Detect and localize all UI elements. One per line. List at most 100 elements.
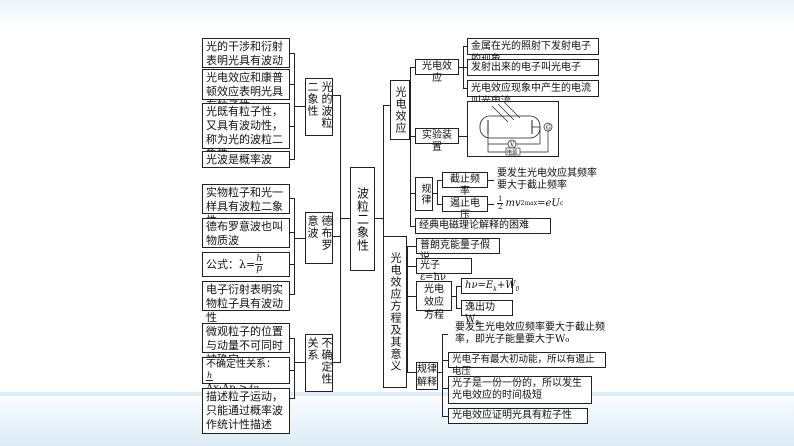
formula-mv: mv bbox=[505, 197, 521, 209]
connector bbox=[437, 180, 442, 181]
formula-rest-sub: c bbox=[559, 199, 564, 207]
connector bbox=[442, 388, 448, 389]
bottom-gradient bbox=[0, 388, 794, 446]
connector bbox=[438, 372, 443, 373]
galvanometer-label: G bbox=[546, 125, 551, 132]
uncertainty-label: 不确定性关系 bbox=[305, 334, 333, 392]
connector bbox=[290, 232, 295, 233]
cutoff-label: 截止频率 bbox=[442, 172, 488, 197]
connector bbox=[340, 95, 341, 363]
circuit-wire bbox=[516, 126, 541, 145]
einstein-equation: hν=Ek+W0 bbox=[461, 278, 519, 294]
connector bbox=[407, 246, 416, 247]
connector bbox=[437, 204, 442, 205]
connector bbox=[407, 246, 408, 372]
connector bbox=[410, 67, 415, 68]
connector bbox=[294, 106, 305, 107]
connector bbox=[383, 105, 390, 106]
connector bbox=[410, 67, 411, 226]
photon-energy-text: 光子 ε=hν bbox=[420, 260, 447, 283]
equation-group-label: 光电效应方程 bbox=[416, 281, 452, 321]
connector bbox=[459, 136, 467, 137]
debroglie-item-3: 电子衍射表明实物粒子具有波动性 bbox=[202, 281, 290, 324]
debroglie-item-2: 德布罗意波也叫物质波 bbox=[202, 218, 290, 248]
wave-particle-label: 光的波粒二象性 bbox=[305, 78, 333, 136]
power-label: 电源 bbox=[507, 149, 517, 156]
connector bbox=[437, 180, 438, 204]
cutoff-text: 要发生光电效应其频率要大于截止频率 bbox=[497, 168, 597, 191]
connector bbox=[290, 53, 295, 54]
connector bbox=[290, 84, 295, 85]
connector bbox=[290, 338, 295, 339]
connector bbox=[294, 338, 295, 398]
fraction-numerator: h bbox=[255, 254, 263, 265]
connector bbox=[294, 238, 305, 239]
formula-rest: =eU bbox=[537, 197, 560, 209]
connector bbox=[459, 67, 464, 68]
power-source bbox=[505, 147, 521, 156]
eq2-text: 逸出功W bbox=[465, 302, 495, 325]
connector bbox=[407, 296, 416, 297]
tube-outline bbox=[479, 115, 541, 139]
classical-theory-difficulty: 经典电磁理论解释的困难 bbox=[415, 218, 551, 234]
connector bbox=[290, 264, 295, 265]
fraction-numerator: 1 bbox=[497, 195, 504, 204]
wave-item-3: 光既有粒子性，又具有波动性，称为光的波粒二象性 bbox=[202, 103, 290, 160]
connector bbox=[294, 198, 295, 294]
fraction-denominator: 2 bbox=[498, 203, 503, 211]
effect-item-2: 发射出来的电子叫光电子 bbox=[467, 59, 599, 76]
light-ray bbox=[491, 105, 509, 123]
uncertainty-formula: 不确定性关系： h Δx·Δp ≥ 4π bbox=[202, 357, 290, 394]
uncertainty-item-1: 微观粒子的位置与动量不可同时被确定 bbox=[202, 323, 290, 366]
connector bbox=[375, 218, 384, 219]
connector bbox=[463, 67, 467, 68]
connector bbox=[433, 193, 438, 194]
connector bbox=[290, 294, 295, 295]
effect-item-3: 光电效应现象中产生的电流叫光电流 bbox=[467, 80, 599, 107]
connector bbox=[290, 126, 295, 127]
connector bbox=[456, 286, 461, 287]
wave-item-1: 光的干涉和衍射表明光具有波动性 bbox=[202, 38, 290, 81]
light-ray bbox=[503, 102, 521, 119]
eq1-plus: +W bbox=[496, 280, 516, 291]
equation-label: 光电效应方程及其意义 bbox=[383, 236, 407, 388]
center-title: 波粒二象性 bbox=[350, 167, 375, 271]
connector bbox=[290, 398, 295, 399]
connector bbox=[410, 226, 415, 227]
photon-energy: 光子 ε=hν bbox=[416, 258, 472, 283]
debroglie-formula-prefix: 公式：λ= bbox=[206, 257, 256, 271]
eq1-text: hν=E bbox=[465, 280, 494, 291]
eq1-sub2: 0 bbox=[515, 286, 520, 293]
connector bbox=[442, 334, 448, 335]
connector bbox=[442, 334, 443, 416]
connector bbox=[463, 88, 467, 89]
connector bbox=[456, 308, 461, 309]
circuit-wire bbox=[487, 144, 506, 153]
wave-item-2: 光电效应和康普顿效应表明光具有粒子性 bbox=[202, 69, 290, 112]
debroglie-item-1: 实物粒子和光一样具有波粒二象性 bbox=[202, 184, 290, 227]
connector bbox=[290, 198, 295, 199]
debroglie-label: 德布罗意波 bbox=[305, 212, 333, 264]
effect-group-label: 光电效应 bbox=[415, 59, 459, 84]
debroglie-fraction: h p bbox=[255, 255, 263, 274]
connector bbox=[442, 360, 448, 361]
connector bbox=[488, 180, 494, 181]
circuit-wire bbox=[487, 134, 508, 145]
connector bbox=[407, 372, 416, 373]
apparatus-label: 实验装置 bbox=[415, 128, 459, 153]
top-gradient bbox=[0, 0, 794, 28]
connector bbox=[290, 370, 295, 371]
effect-item-1: 金属在光的照射下发射电子的现象 bbox=[467, 38, 599, 65]
work-function: 逸出功W0 bbox=[461, 300, 513, 327]
circuit-wire bbox=[520, 131, 549, 153]
formula-sup: 2 bbox=[520, 199, 525, 207]
connector bbox=[332, 236, 341, 237]
wave-item-4: 光波是概率波 bbox=[202, 151, 290, 168]
connector bbox=[332, 95, 341, 96]
connector bbox=[463, 46, 467, 47]
fraction-numerator: h bbox=[206, 371, 214, 381]
uncertainty-formula-prefix: 不确定性关系： bbox=[206, 359, 276, 370]
explain-item-3: 光子是一份一份的，所以发生光电效应的时间极短 bbox=[448, 376, 592, 404]
formula-sub: max bbox=[524, 199, 538, 207]
voltmeter-label: V bbox=[509, 142, 515, 149]
